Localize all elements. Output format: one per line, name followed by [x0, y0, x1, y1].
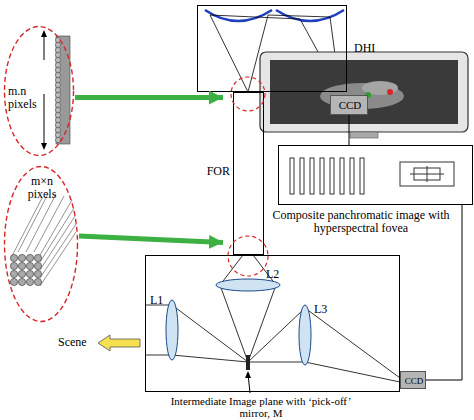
lens-label: L1 [150, 294, 163, 307]
node-text: CCD [401, 375, 427, 388]
light-path-arrow [75, 95, 223, 100]
node-text: m.n pixels [8, 85, 44, 111]
node-text: m×n pixels [17, 175, 67, 201]
node-text: CCD [331, 99, 369, 112]
focus-circle [228, 236, 268, 276]
dashed-outline [5, 167, 78, 322]
fibre-detail-circle: m×n pixels [3, 165, 79, 323]
ccd-camera: CCD [400, 371, 426, 389]
monitor [260, 52, 468, 138]
fibre-optic-reformatter: FOR [233, 92, 264, 255]
light-path-arrow [79, 236, 223, 242]
computer-box: Composite panchromatic image with hypers… [278, 145, 473, 205]
lens-label: L2 [266, 268, 279, 281]
signal-wire [349, 115, 350, 145]
ccd-camera: CCD [330, 95, 368, 115]
focus-circle [231, 77, 265, 111]
fibre-detail-circle: m.n pixels [3, 25, 75, 157]
dhi-box: DHI [197, 5, 347, 92]
computer-unit [290, 158, 454, 194]
lens-label: L3 [314, 303, 327, 316]
fibre-bundle [10, 194, 76, 286]
node-text: Composite panchromatic image with hypers… [271, 209, 451, 235]
dashed-outline [5, 27, 74, 156]
signal-wire [426, 205, 462, 380]
node-text: FOR [196, 165, 230, 178]
node-text: DHI [354, 42, 394, 55]
scene-label: Scene [58, 336, 87, 349]
relay-optics [98, 255, 400, 393]
node-text: Intermediate Image plane with ‘pick-off’… [156, 395, 366, 419]
